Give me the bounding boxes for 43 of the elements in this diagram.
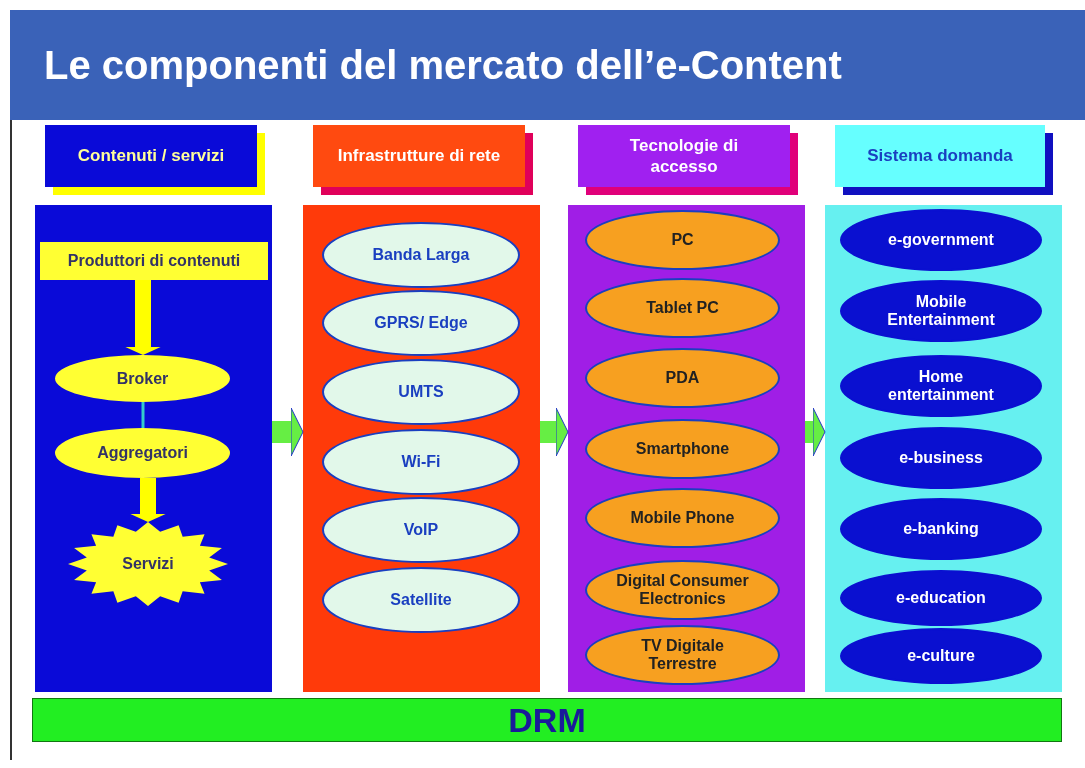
column-panel (825, 205, 1062, 692)
column-panel (303, 205, 540, 692)
node-label: VoIP (403, 521, 439, 539)
node-label: Tecnologie di accesso (628, 134, 740, 178)
node-label: Infrastrutture di rete (337, 145, 501, 167)
connector-line (141, 402, 145, 428)
node-label: Broker (116, 369, 169, 388)
node-label: Banda Larga (372, 246, 470, 264)
block-arrow (540, 407, 569, 457)
node-label: Contenuti / servizi (77, 145, 225, 167)
node-label: e-banking (903, 520, 979, 538)
node-label: Produttori di contenuti (67, 251, 241, 271)
node-label: DRM (508, 699, 586, 741)
node-label: Tablet PC (646, 299, 719, 317)
node-label: GPRS/ Edge (374, 314, 468, 332)
node-label: PDA (665, 369, 700, 387)
node-label: Satellite (390, 591, 452, 609)
node-label: e-education (896, 589, 986, 607)
node-label: Digital Consumer Electronics (615, 572, 750, 608)
node-label: Mobile Phone (630, 509, 735, 527)
node-label: e-culture (907, 647, 975, 665)
node-label: UMTS (398, 383, 444, 401)
starburst (68, 522, 228, 606)
column-panel (568, 205, 805, 692)
block-arrow (130, 478, 166, 522)
node-label: Smartphone (635, 440, 730, 458)
node-label: Sistema domanda (867, 145, 1013, 167)
node-label: Mobile Entertainment (886, 293, 996, 329)
node-label: TV Digitale Terrestre (640, 637, 725, 673)
node-label: Servizi (122, 554, 174, 574)
node-label: e-government (888, 231, 994, 249)
node-label: Home entertainment (887, 368, 995, 404)
node-label: PC (671, 231, 694, 249)
block-arrow (805, 407, 826, 457)
node-label: Aggregatori (97, 444, 188, 462)
label-box (40, 242, 268, 280)
block-arrow (272, 407, 304, 457)
title: Le componenti del mercato dell’e-Content (44, 42, 842, 89)
column-panel (35, 205, 272, 692)
node-label: e-business (899, 449, 983, 467)
block-arrow (125, 280, 161, 355)
drm-bar (32, 698, 1062, 742)
node-label: Wi-Fi (401, 453, 441, 471)
